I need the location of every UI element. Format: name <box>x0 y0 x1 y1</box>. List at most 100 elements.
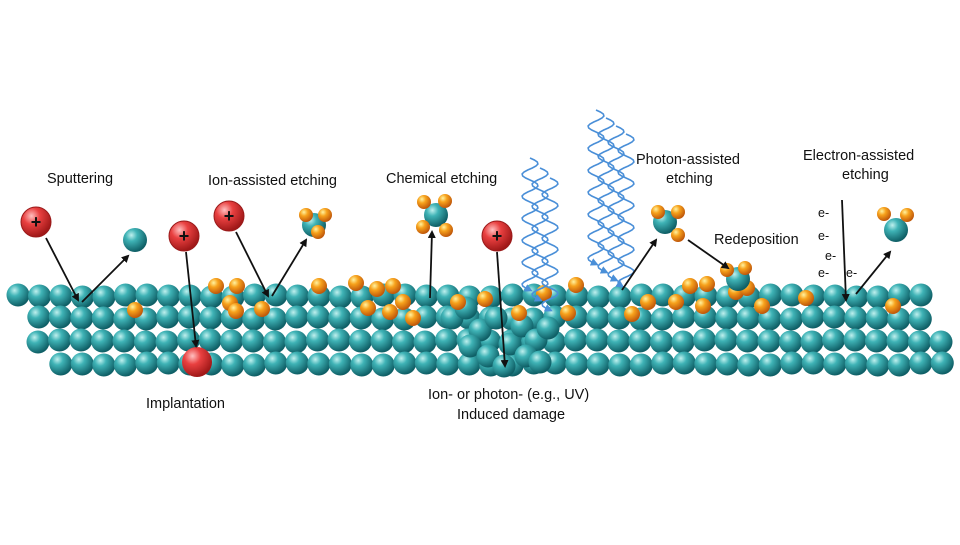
adsorbate-atom <box>127 302 143 318</box>
substrate-atom <box>737 353 761 377</box>
etch-product-ligand <box>318 208 332 222</box>
adsorbate-atom <box>348 275 364 291</box>
substrate-atom <box>929 330 953 354</box>
substrate-atom <box>177 305 201 329</box>
adsorbate-atom <box>695 298 711 314</box>
substrate-atom <box>263 330 286 354</box>
ion-sphere <box>168 220 200 252</box>
process-arrow <box>687 239 730 270</box>
adsorbate-atom <box>254 301 270 317</box>
substrate-atom <box>909 351 933 375</box>
substrate-atom <box>484 306 508 330</box>
substrate-atom <box>48 305 72 329</box>
substrate-atom <box>457 352 481 376</box>
substrate-atom <box>458 334 482 358</box>
uv-wave <box>521 157 539 292</box>
substrate-atom <box>528 350 552 374</box>
substrate-atom <box>672 305 696 329</box>
substrate-atom <box>586 306 610 330</box>
substrate-atom <box>413 330 437 354</box>
substrate-atom <box>501 283 524 307</box>
substrate-atom <box>113 353 137 377</box>
substrate-atom <box>134 330 157 354</box>
adsorbate-atom <box>395 294 411 310</box>
etch-product-ligand <box>311 225 325 239</box>
substrate-atom <box>715 352 739 376</box>
substrate-atom <box>91 306 115 330</box>
adsorbed-atoms <box>127 275 901 326</box>
adsorbate-atom <box>885 298 901 314</box>
label-ion-assisted-etching: Ion-assisted etching <box>208 173 337 189</box>
electron-label: e- <box>818 206 830 220</box>
substrate-atom <box>844 306 868 330</box>
substrate-atom <box>628 329 652 353</box>
substrate-atom <box>736 306 760 330</box>
adsorbate-atom <box>754 298 770 314</box>
ion-icon: + <box>20 206 52 238</box>
substrate-atom <box>414 305 438 329</box>
process-arrow <box>855 250 892 295</box>
substrate-atom <box>908 330 931 354</box>
substrate-atom <box>112 329 136 353</box>
substrate-atom <box>715 306 739 330</box>
substrate-atom <box>608 285 632 309</box>
substrate-atom <box>930 351 954 375</box>
substrate-atom <box>220 329 243 353</box>
substrate-atom <box>608 353 632 377</box>
adsorbate-atom <box>369 281 385 297</box>
substrate-atom <box>694 352 718 376</box>
electron-label: e- <box>818 266 830 280</box>
adsorbate-atom <box>568 277 584 293</box>
electron-label: e- <box>818 229 830 243</box>
adsorbate-atom <box>208 278 224 294</box>
substrate-atom <box>587 285 610 309</box>
etch-product-ligand <box>416 220 430 234</box>
uv-wave <box>541 177 559 312</box>
substrate-atom <box>349 329 372 353</box>
substrate-atom <box>371 353 395 377</box>
adsorbate-atom <box>450 294 466 310</box>
etch-product-center <box>884 218 908 242</box>
ion-sphere <box>481 220 513 252</box>
ion-charge: + <box>31 212 42 232</box>
substrate-atom <box>780 351 804 375</box>
label-chemical-etching: Chemical etching <box>386 171 498 187</box>
substrate-atom <box>350 353 374 377</box>
label-photon-assisted-line2: etching <box>666 171 713 187</box>
substrate-atom <box>565 352 589 376</box>
etch-product-ligand <box>877 207 891 221</box>
substrate-atom <box>435 328 458 352</box>
substrate-atom <box>285 351 309 375</box>
uv-wave <box>607 125 625 282</box>
etch-product-ligand <box>671 205 685 219</box>
substrate-atom <box>909 283 933 307</box>
substrate-atom <box>844 352 868 376</box>
process-arrows <box>45 199 892 368</box>
process-arrow <box>621 238 658 291</box>
substrate-atom <box>264 351 288 375</box>
substrate-atom <box>779 307 803 331</box>
substrate-lattice <box>6 283 954 378</box>
substrate-atom <box>307 352 331 376</box>
substrate-atom <box>865 306 889 330</box>
substrate-atom <box>241 329 265 353</box>
substrate-atom <box>693 328 716 352</box>
substrate-atom <box>671 330 695 354</box>
substrate-atom <box>243 283 266 307</box>
substrate-atom <box>866 285 890 309</box>
substrate-atom <box>157 284 180 308</box>
substrate-atom <box>757 329 781 353</box>
adsorbate-atom <box>699 276 715 292</box>
substrate-atom <box>629 353 653 377</box>
substrate-atom <box>198 328 222 352</box>
substrate-atom <box>156 351 180 375</box>
label-implantation: Implantation <box>146 396 225 412</box>
ion-icon: + <box>168 220 200 252</box>
ion-charge: + <box>492 226 503 246</box>
adsorbate-atom <box>229 278 245 294</box>
substrate-atom <box>285 305 309 329</box>
adsorbate-atom <box>228 303 244 319</box>
process-arrow <box>81 254 130 303</box>
substrate-atom <box>393 351 417 375</box>
uv-wave <box>531 167 549 302</box>
